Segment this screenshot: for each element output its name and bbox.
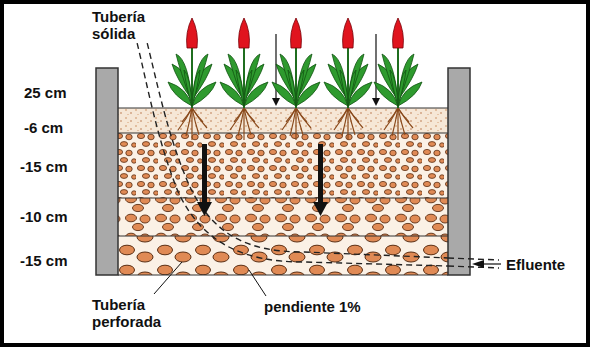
root (398, 108, 413, 128)
leaf (398, 70, 406, 106)
plant (272, 18, 320, 140)
leaf (184, 70, 192, 106)
plant (220, 18, 268, 140)
leaf (192, 70, 200, 106)
stage: Tubería sólida 25 cm -6 cm -15 cm -10 cm -15 … (4, 4, 586, 343)
root (192, 108, 199, 135)
root (244, 108, 255, 122)
root (192, 108, 203, 122)
root (234, 108, 244, 122)
plant (374, 18, 422, 140)
leaf (390, 70, 398, 106)
root (192, 108, 207, 128)
flower (393, 18, 404, 48)
leaf (296, 70, 304, 106)
leaf (340, 70, 348, 106)
root (398, 108, 405, 135)
root (243, 108, 244, 140)
label: -15 cm (18, 158, 70, 175)
root (244, 108, 251, 135)
label: -6 cm (22, 119, 65, 136)
root (348, 108, 363, 128)
label: Tubería sólida (90, 8, 174, 42)
root (296, 108, 307, 122)
root (244, 108, 259, 128)
flower (239, 18, 250, 48)
root (182, 108, 192, 122)
leaf (348, 70, 356, 106)
leaf (244, 70, 252, 106)
label: -10 cm (18, 208, 70, 225)
label: -15 cm (18, 252, 70, 269)
root (388, 108, 398, 122)
root (191, 108, 192, 140)
root (347, 108, 348, 140)
root (338, 108, 348, 122)
plant (168, 18, 216, 140)
root (348, 108, 355, 135)
root (398, 108, 409, 122)
label: 25 cm (22, 84, 69, 101)
root (348, 108, 359, 122)
wetland-illustration (4, 4, 586, 343)
flower (291, 18, 302, 48)
root (296, 108, 303, 135)
label: pendiente 1% (262, 298, 363, 315)
label: Efluente (504, 256, 567, 273)
leaf (288, 70, 296, 106)
flower (187, 18, 198, 48)
root (296, 108, 311, 128)
label: Tubería perforada (90, 296, 184, 330)
root (397, 108, 398, 140)
root (286, 108, 296, 122)
flower (343, 18, 354, 48)
root (295, 108, 296, 140)
leaf (236, 70, 244, 106)
plant (324, 18, 372, 140)
